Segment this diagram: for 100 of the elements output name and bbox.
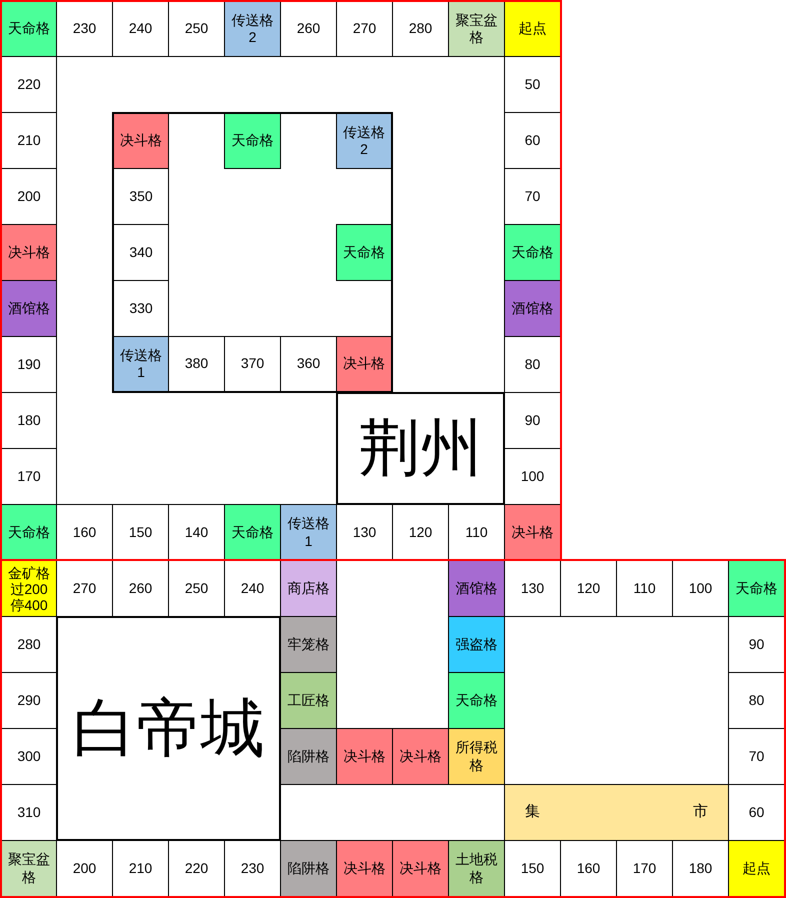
board-space xyxy=(448,672,505,729)
space-label: 350 xyxy=(129,188,153,206)
board-space xyxy=(224,504,281,560)
space-label: 60 xyxy=(524,132,540,150)
space-label: 天命格 xyxy=(343,244,385,262)
board-space xyxy=(504,504,560,560)
space-label: 220 xyxy=(184,860,208,878)
space-label: 70 xyxy=(748,748,764,766)
space-label: 240 xyxy=(240,580,264,598)
space-label: 170 xyxy=(632,860,656,878)
board-space xyxy=(280,672,337,729)
board-space xyxy=(448,728,505,785)
space-label: 250 xyxy=(184,20,208,38)
space-label: 200 xyxy=(72,860,96,878)
board-space xyxy=(2,504,57,560)
space-label: 决斗格 xyxy=(344,748,386,766)
space-label: 250 xyxy=(184,580,208,598)
space-label: 130 xyxy=(520,580,544,598)
space-label: 100 xyxy=(520,468,544,486)
board-space xyxy=(2,561,57,617)
space-label: 340 xyxy=(129,244,153,262)
space-label: 110 xyxy=(465,524,488,542)
space-label: 天命格 xyxy=(8,524,50,542)
space-label: 决斗格 xyxy=(8,244,50,262)
board-space xyxy=(728,840,784,896)
board-space xyxy=(2,224,57,281)
space-label: 310 xyxy=(17,804,41,822)
market-band xyxy=(504,784,729,841)
board-space xyxy=(504,2,560,57)
space-label: 决斗格 xyxy=(512,524,554,542)
space-label: 210 xyxy=(128,860,152,878)
space-label: 150 xyxy=(520,860,544,878)
city-panel xyxy=(336,392,505,505)
space-label: 140 xyxy=(184,524,208,542)
space-label: 270 xyxy=(352,20,376,38)
space-label: 停400 xyxy=(10,596,48,612)
space-label: 220 xyxy=(17,76,41,94)
space-label: 180 xyxy=(17,412,41,430)
space-label: 天命格 xyxy=(232,524,274,542)
space-label: 290 xyxy=(17,692,41,710)
space-label: 商店格 xyxy=(288,580,330,598)
board-space xyxy=(280,504,337,560)
board-space xyxy=(336,840,393,896)
board-space xyxy=(280,616,337,673)
board-space xyxy=(114,114,169,169)
space-label: 120 xyxy=(408,524,432,542)
board-space xyxy=(280,561,337,617)
space-label: 280 xyxy=(17,636,41,654)
space-label: 传送格 1 xyxy=(119,346,163,382)
board-space xyxy=(280,840,337,896)
space-label: 起点 xyxy=(518,20,546,38)
space-label: 80 xyxy=(748,692,764,710)
board-space xyxy=(392,840,449,896)
space-label: 210 xyxy=(17,132,41,150)
inner-track-frame xyxy=(112,112,393,393)
city-panel xyxy=(56,616,281,841)
space-label: 330 xyxy=(129,300,153,318)
space-label: 230 xyxy=(72,20,96,38)
space-label: 70 xyxy=(524,188,540,206)
board-space xyxy=(224,114,281,169)
space-label: 传送格 2 xyxy=(230,12,274,46)
space-label: 传送格 2 xyxy=(342,124,386,158)
space-label: 聚宝盆格 xyxy=(454,12,498,46)
space-label: 50 xyxy=(524,76,540,94)
space-label: 180 xyxy=(688,860,712,878)
space-label: 110 xyxy=(633,580,656,598)
space-label: 260 xyxy=(128,580,152,598)
space-label: 190 xyxy=(17,356,41,374)
space-label: 决斗格 xyxy=(120,132,162,150)
board-space xyxy=(336,728,393,785)
space-label: 决斗格 xyxy=(343,355,385,373)
space-label: 所得税格 xyxy=(454,739,498,774)
space-label: 260 xyxy=(296,20,320,38)
board-space xyxy=(2,280,57,337)
space-label: 决斗格 xyxy=(400,748,442,766)
space-label: 130 xyxy=(352,524,376,542)
space-label: 陷阱格 xyxy=(288,860,330,878)
space-label: 170 xyxy=(17,468,41,486)
space-label: 100 xyxy=(688,580,712,598)
space-label: 280 xyxy=(408,20,432,38)
space-label: 酒馆格 xyxy=(456,580,498,598)
space-label: 酒馆格 xyxy=(512,300,554,318)
space-label: 160 xyxy=(576,860,600,878)
board-space xyxy=(224,2,281,57)
board-space xyxy=(392,728,449,785)
space-label: 90 xyxy=(524,412,540,430)
space-label: 300 xyxy=(17,748,41,766)
board-space xyxy=(504,224,560,281)
board-space xyxy=(448,561,505,617)
board-space xyxy=(336,114,391,169)
space-label: 380 xyxy=(184,355,208,373)
space-label: 决斗格 xyxy=(344,860,386,878)
board-space xyxy=(448,616,505,673)
space-label: 天命格 xyxy=(456,692,498,710)
space-label: 360 xyxy=(296,355,320,373)
city-name: 白帝城 xyxy=(72,696,264,760)
space-label: 天命格 xyxy=(512,244,554,262)
space-label: 聚宝盆格 xyxy=(7,851,51,886)
space-label: 天命格 xyxy=(8,20,50,38)
space-label: 230 xyxy=(240,860,264,878)
